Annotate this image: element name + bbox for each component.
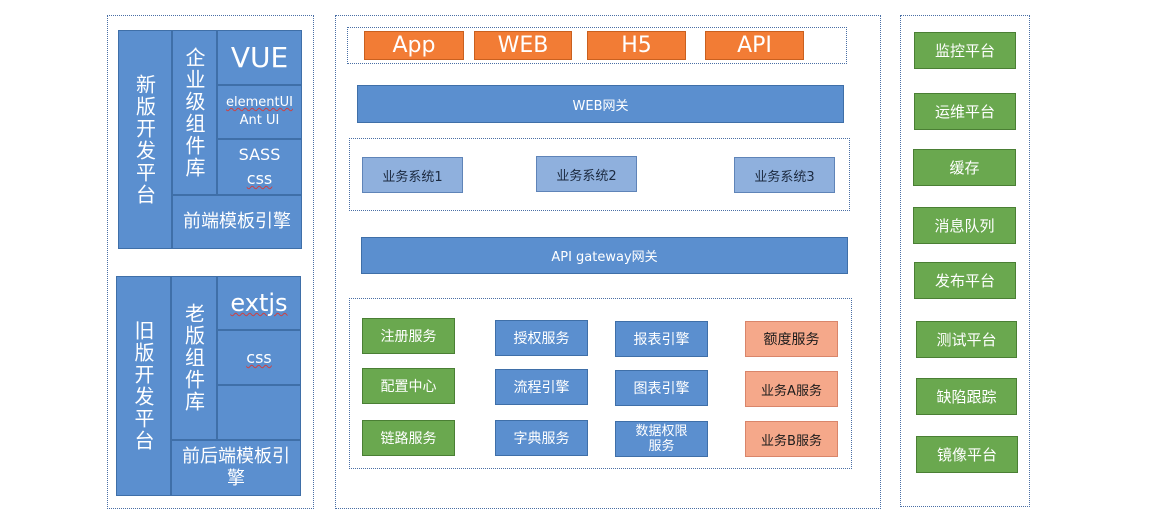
service-config-center: 配置中心: [362, 368, 455, 404]
platform-monitoring: 监控平台: [914, 32, 1016, 69]
platform-testing: 测试平台: [916, 321, 1017, 358]
new-component-lib: 企业级组件库: [172, 30, 217, 195]
right-panel: [900, 15, 1030, 507]
api-gateway: API gateway网关: [361, 237, 848, 274]
service-chart-engine: 图表引擎: [615, 370, 708, 406]
business-systems-group: [349, 138, 850, 211]
clients-row: [347, 27, 847, 64]
platform-cache: 缓存: [913, 149, 1016, 186]
service-data-permission: 数据权限服务: [615, 421, 708, 457]
web-gateway: WEB网关: [357, 85, 844, 123]
ui-libs-box: elementUI Ant UI: [217, 85, 302, 139]
sass-css-box: SASS css: [217, 139, 302, 195]
middle-panel: [335, 15, 881, 509]
platform-ops: 运维平台: [914, 93, 1016, 130]
old-css-box: css: [217, 330, 301, 385]
service-workflow-engine: 流程引擎: [495, 369, 588, 405]
business-system-2: 业务系统2: [536, 156, 637, 192]
service-dictionary: 字典服务: [495, 420, 588, 456]
old-platform-title: 旧版开发平台: [116, 276, 171, 496]
fullstack-template-engine: 前后端模板引擎: [171, 440, 301, 496]
service-tracing: 链路服务: [362, 420, 455, 456]
client-app: App: [364, 31, 464, 60]
vue-box: VUE: [217, 30, 302, 85]
platform-message-queue: 消息队列: [913, 207, 1016, 244]
service-register: 注册服务: [362, 318, 455, 354]
old-empty-box: [217, 385, 301, 440]
services-group: [349, 298, 852, 469]
business-system-1: 业务系统1: [362, 157, 463, 193]
client-api: API: [705, 31, 804, 60]
service-business-a: 业务A服务: [745, 371, 838, 407]
extjs-box: extjs: [217, 276, 301, 330]
business-system-3: 业务系统3: [734, 157, 835, 193]
platform-release: 发布平台: [914, 262, 1016, 299]
old-component-lib: 老版组件库: [171, 276, 217, 440]
new-platform-title: 新版开发平台: [118, 30, 172, 249]
service-auth: 授权服务: [495, 320, 588, 356]
client-h5: H5: [587, 31, 686, 60]
service-quota: 额度服务: [745, 321, 838, 357]
service-business-b: 业务B服务: [745, 421, 838, 457]
client-web: WEB: [474, 31, 572, 60]
frontend-template-engine: 前端模板引擎: [172, 195, 302, 249]
left-panel: [107, 15, 314, 509]
platform-image-registry: 镜像平台: [916, 436, 1018, 473]
service-report-engine: 报表引擎: [615, 321, 708, 357]
platform-defect-tracking: 缺陷跟踪: [916, 378, 1017, 415]
